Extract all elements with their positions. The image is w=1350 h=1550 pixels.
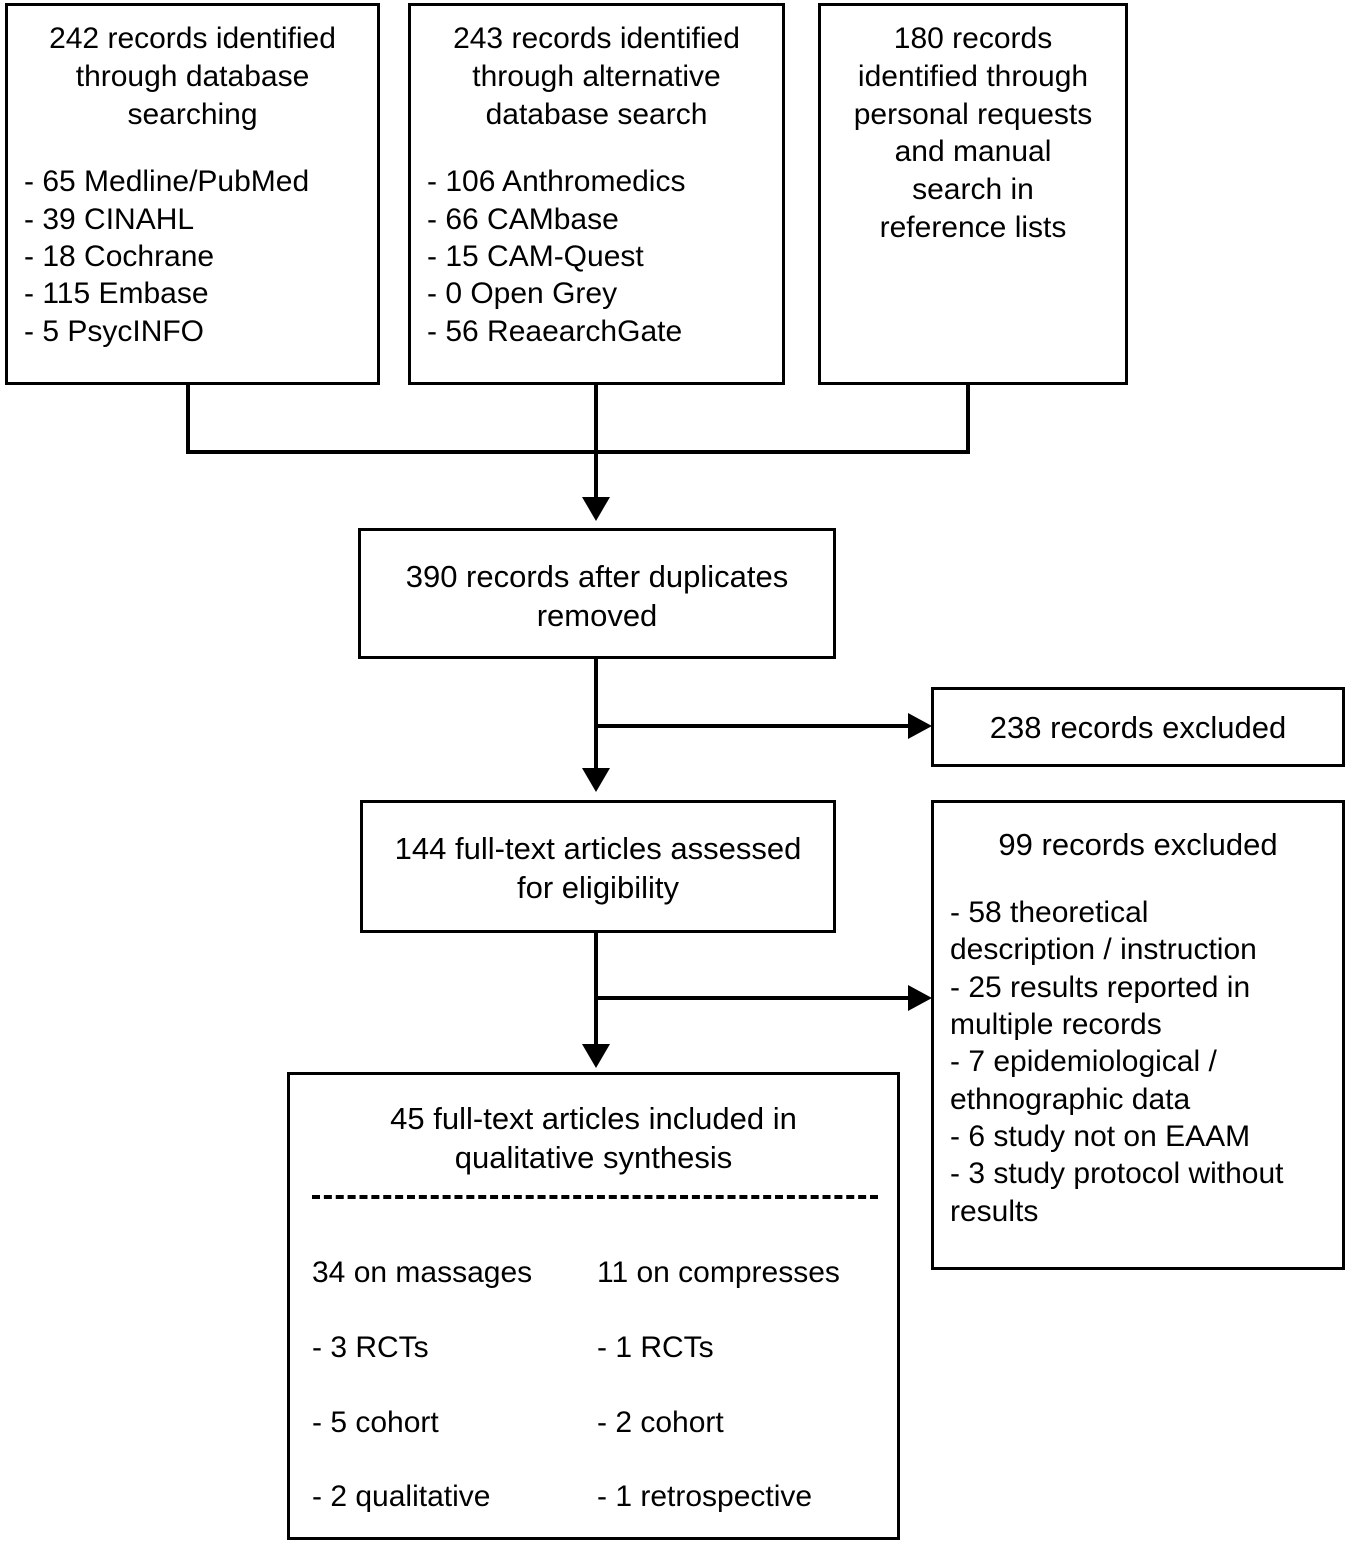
synthesis-item-rcts: - 3 RCTs [312,1331,429,1365]
source-item-open-grey: - 0 Open Grey [427,277,618,311]
connector-stub-left [186,385,190,452]
source-box-title: 243 records identified through alternati… [453,22,740,131]
synthesis-column-heading: 34 on massages [312,1256,533,1290]
exclusion-reason-not-eaam: - 6 study not on EAAM [950,1120,1251,1154]
connector-bus-horizontal [186,450,970,454]
exclusion-reason-multiple-records: - 25 results reported in multiple record… [950,970,1251,1042]
source-item-embase: - 115 Embase [24,277,209,311]
qualitative-synthesis-title: 45 full-text articles included in qualit… [390,1101,797,1176]
records-excluded-238-text: 238 records excluded [989,710,1287,745]
full-text-excluded-99-box: 99 records excluded - 58 theoretical des… [931,800,1345,1270]
synthesis-column-massages: 34 on massages - 3 RCTs - 5 cohort - 2 q… [312,1217,597,1550]
connector-duplicates-trunk [594,659,598,776]
exclusion-reason-protocol-without-results: - 3 study protocol without results [950,1157,1284,1228]
arrow-to-synthesis-box [582,1044,610,1068]
synthesis-columns: 34 on massages - 3 RCTs - 5 cohort - 2 q… [312,1217,882,1550]
source-item-medline: - 65 Medline/PubMed [24,165,310,199]
source-box-alternative-database-search: 243 records identified through alternati… [408,3,785,385]
source-item-cam-quest: - 15 CAM-Quest [427,240,644,274]
source-box-title: 242 records identified through database … [49,22,336,131]
source-item-psycinfo: - 5 PsycINFO [24,314,205,348]
records-excluded-238-box: 238 records excluded [931,687,1345,767]
connector-branch-to-excluded-238 [594,724,912,728]
source-item-researchgate: - 56 ReaearchGate [427,314,683,348]
source-item-anthromedics: - 106 Anthromedics [427,165,686,199]
source-item-cambase: - 66 CAMbase [427,202,619,236]
synthesis-column-heading: 11 on compresses [597,1256,840,1290]
full-text-excluded-99-title: 99 records excluded [998,827,1278,862]
records-after-duplicates-box: 390 records after duplicates removed [358,528,836,659]
exclusion-reason-theoretical: - 58 theoretical description / instructi… [950,896,1257,967]
full-text-assessed-text: 144 full-text articles assessed for elig… [394,831,802,906]
connector-stub-center [594,385,598,452]
connector-stub-right [966,385,970,452]
exclusion-reason-epidemiological: - 7 epidemiological / ethnographic data [950,1045,1217,1116]
connector-branch-to-excluded-99 [594,996,912,1000]
arrow-to-excluded-238-box [908,713,932,739]
source-item-cinahl: - 39 CINAHL [24,202,195,236]
synthesis-item-cohort: - 5 cohort [312,1405,439,1439]
synthesis-divider [312,1195,878,1199]
synthesis-item-qualitative: - 2 qualitative [312,1480,491,1514]
connector-eligibility-trunk [594,933,598,1052]
arrow-to-excluded-99-box [908,985,932,1011]
arrow-to-duplicates-box [582,497,610,521]
synthesis-item-cohort: - 2 cohort [597,1405,724,1439]
full-text-assessed-box: 144 full-text articles assessed for elig… [360,800,836,933]
qualitative-synthesis-box: 45 full-text articles included in qualit… [287,1072,900,1540]
source-box-personal-requests: 180 records identified through personal … [818,3,1128,385]
connector-bus-to-duplicates [594,450,598,507]
source-box-title: 180 records identified through personal … [853,22,1093,244]
source-box-database-searching: 242 records identified through database … [5,3,380,385]
records-after-duplicates-text: 390 records after duplicates removed [405,559,789,634]
source-item-cochrane: - 18 Cochrane [24,240,215,274]
synthesis-column-compresses: 11 on compresses - 1 RCTs - 2 cohort - 1… [597,1217,882,1550]
synthesis-item-retrospective: - 1 retrospective [597,1480,813,1514]
arrow-to-full-text-box [582,768,610,792]
synthesis-item-rcts: - 1 RCTs [597,1331,714,1365]
